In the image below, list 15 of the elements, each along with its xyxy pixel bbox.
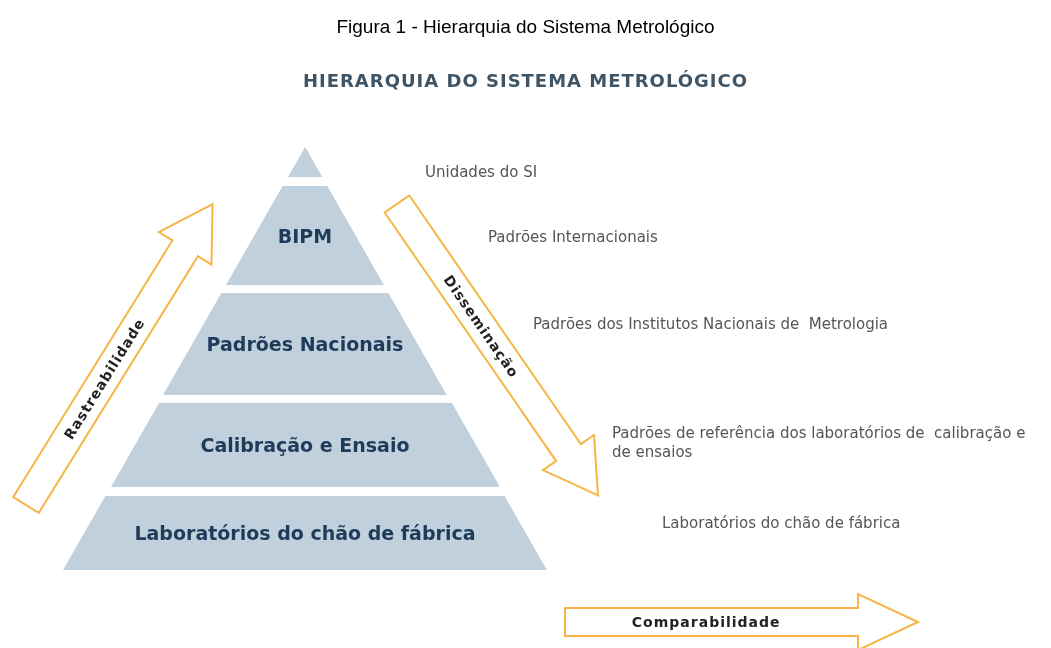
tier-description: Laboratórios do chão de fábrica: [662, 514, 902, 533]
pyramid-apex: [287, 147, 323, 177]
tier-description: Padrões de referência dos laboratórios de calibração e de ensaios: [612, 424, 1027, 462]
figure-caption: Figura 1 - Hierarquia do Sistema Metrológico: [335, 16, 716, 38]
tier-description: Padrões dos Institutos Nacionais de Metrologia: [533, 315, 890, 334]
tier-label: Calibração e Ensaio: [199, 434, 411, 456]
tier-description: Padrões Internacionais: [488, 228, 659, 247]
diagram-title: HIERARQUIA DO SISTEMA METROLÓGICO: [301, 70, 750, 91]
pyramid-tier: [226, 186, 384, 285]
tier-label: Padrões Nacionais: [205, 333, 405, 355]
pyramid-tier: [63, 496, 547, 570]
tier-description: Unidades do SI: [425, 163, 539, 182]
tier-label: BIPM: [276, 224, 334, 247]
arrow-label: Comparabilidade: [631, 614, 781, 630]
tier-label: Laboratórios do chão de fábrica: [133, 522, 477, 544]
